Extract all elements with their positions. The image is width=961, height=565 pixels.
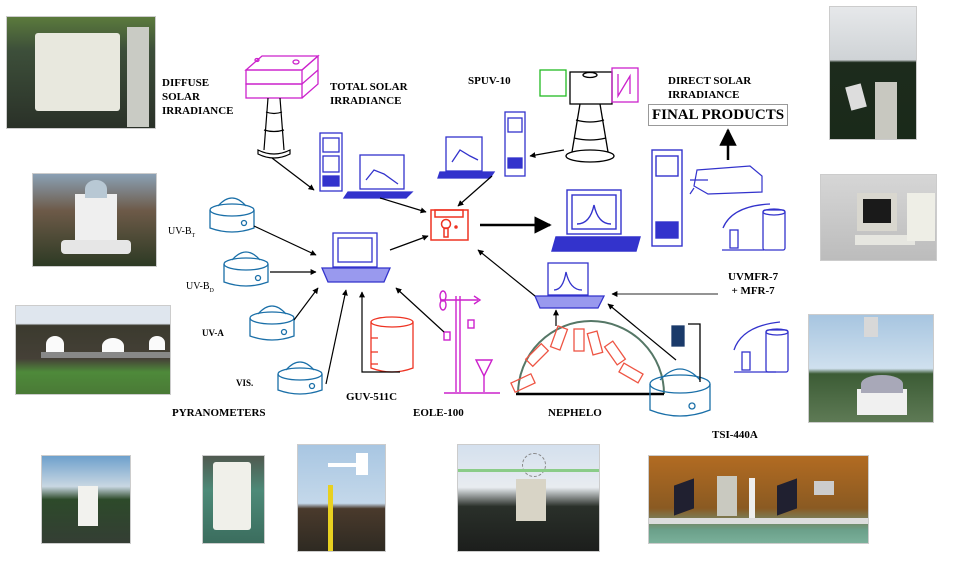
arrow-spuv-to-disk (457, 175, 493, 207)
label-uvb-t-text: UV-B (168, 226, 192, 237)
arrow-nephelo-laptop-to-disk (477, 249, 536, 297)
label-uv-a: UV-A (202, 328, 224, 338)
tsi-imager-photo (808, 314, 934, 423)
label-direct-solar-irradiance: DIRECT SOLAR IRRADIANCE (668, 75, 752, 101)
eole-100-mast-icon (439, 290, 500, 394)
arrow-uva-to-laptop (293, 287, 319, 321)
workstation-total-icon (319, 132, 414, 199)
arrow-uvbt-to-laptop (253, 225, 317, 256)
pyranometer-uvb-d-icon (223, 251, 269, 287)
pyranometer-vis-icon (277, 361, 323, 395)
mfr-photo (648, 455, 869, 544)
final-products-box: FINAL PRODUCTS (648, 104, 788, 126)
connection-arrows (253, 128, 737, 385)
label-guv-511c: GUV-511C (346, 391, 398, 403)
label-pyranometers: PYRANOMETERS (172, 407, 266, 419)
printer-icon (689, 165, 763, 195)
laptop-pyranometers-icon (321, 232, 391, 283)
arrow-guv-to-laptop (359, 291, 400, 373)
workstation-spuv-icon (437, 111, 526, 179)
arrow-tracker-to-spuv (529, 149, 565, 159)
arrow-tsi-to-laptop (607, 303, 677, 361)
main-computer-icon (551, 149, 683, 252)
arrow-total-to-workstation (271, 157, 315, 191)
arrow-workstation-to-disk (379, 197, 427, 214)
guv-sensor-photo (41, 455, 131, 544)
computer-display-photo (820, 174, 937, 261)
arrow-vis-to-laptop (325, 289, 348, 385)
label-uvb-d-text: UV-B (186, 281, 210, 292)
tsi-440a-icon (649, 323, 711, 417)
arrow-laptop-to-disk (389, 235, 429, 251)
guv-511c-icon (370, 316, 414, 373)
label-spuv-10: SPUV-10 (468, 75, 511, 87)
floppy-disk-icon (430, 209, 469, 241)
pyranometer-photo (32, 173, 157, 267)
total-irradiance-pedestal-icon (257, 97, 291, 159)
sensor-housing-photo (202, 455, 265, 544)
label-vis: VIS. (236, 378, 254, 388)
nephelometer-icon (510, 320, 665, 396)
label-total-solar-irradiance: TOTAL SOLAR IRRADIANCE (330, 81, 408, 107)
direct-tracker-icon (539, 67, 639, 163)
uvmfr-shadowband-icon (722, 203, 786, 251)
label-eole-100: EOLE-100 (413, 407, 464, 419)
laptop-nephelo-icon (534, 262, 606, 309)
pyranometer-uva-icon (249, 305, 295, 341)
label-nephelo: NEPHELO (548, 407, 602, 419)
label-tsi-440a: TSI-440A (712, 429, 758, 441)
nephelometer-photo (457, 444, 600, 552)
pyranometer-uvb-t-icon (209, 197, 255, 233)
label-uvmfr-mfr: UVMFR-7 + MFR-7 (728, 271, 779, 297)
label-uvb-d: UV-BD (186, 281, 214, 294)
label-uvb-d-sub: D (209, 288, 214, 294)
pyranometer-array-photo (15, 305, 171, 395)
mfr-shadowband-icon (733, 321, 789, 373)
label-uvb-t-sub: T (191, 233, 196, 239)
arrow-eole-to-laptop (395, 287, 445, 333)
label-uvb-t: UV-BT (168, 226, 195, 239)
sun-tracker-photo (829, 6, 917, 140)
wind-vane-photo (297, 444, 386, 552)
total-irradiance-instrument-icon (244, 54, 320, 99)
label-diffuse-solar-irradiance: DIFFUSE SOLAR IRRADIANCE (162, 77, 234, 117)
diffuse-radiometer-photo (6, 16, 156, 129)
